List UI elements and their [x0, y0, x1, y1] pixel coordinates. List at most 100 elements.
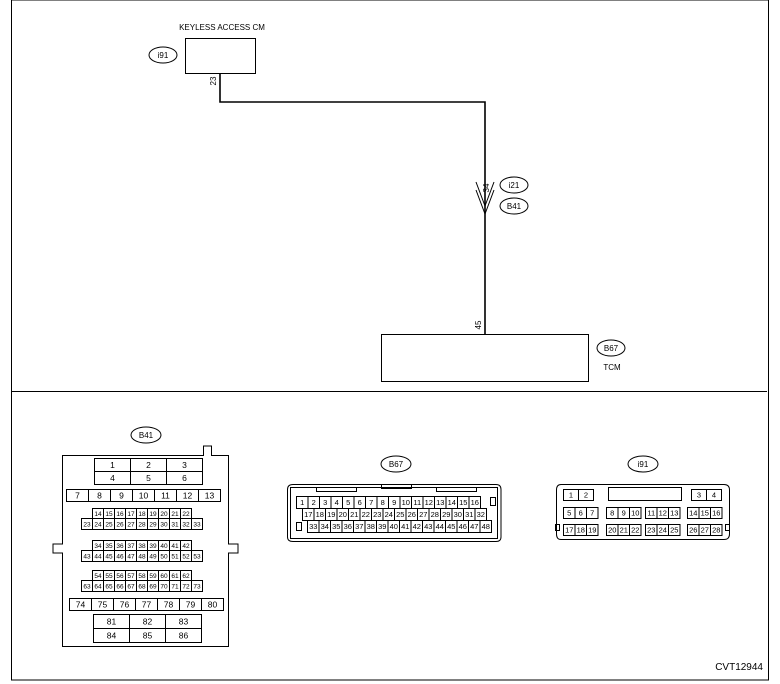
b41-pin-72: 72	[182, 583, 190, 590]
i91-pin-18: 18	[577, 526, 585, 535]
b67-latch-center	[381, 484, 412, 489]
i91-pin-15: 15	[701, 509, 709, 518]
b41-pin-4: 4	[110, 473, 115, 483]
b67-pin-5: 5	[346, 498, 350, 507]
tcm-box	[381, 334, 589, 382]
i91-pin-27: 27	[701, 526, 709, 535]
b67-pin-22: 22	[362, 510, 370, 519]
i91-connector-label: i91	[638, 460, 649, 469]
b41-pin-77: 77	[142, 600, 152, 610]
joint-connector-symbol-upper	[475, 181, 495, 208]
tcm-pin-number: 45	[474, 320, 483, 329]
b41-pin-22: 22	[182, 511, 190, 518]
b41-pin-86: 86	[179, 631, 189, 641]
b67-pin-27: 27	[419, 510, 427, 519]
i91-pin-4: 4	[712, 491, 716, 500]
b41-pin-27: 27	[127, 521, 135, 528]
b41-pin-75: 75	[98, 600, 108, 610]
b67-pin-40: 40	[390, 522, 398, 531]
i91-pin-28-cell	[710, 524, 723, 536]
b67-pin-43: 43	[424, 522, 432, 531]
i91-pin-24: 24	[659, 526, 667, 535]
b67-pin-26: 26	[408, 510, 416, 519]
joint-connector-badge-top	[499, 176, 529, 194]
b67-pin-29: 29	[442, 510, 450, 519]
b41-pin-7: 7	[75, 491, 80, 501]
b41-pin-10: 10	[139, 491, 149, 501]
b41-pin-14: 14	[94, 511, 102, 518]
b67-pin-15: 15	[459, 498, 467, 507]
joint-connector-symbol-lower	[475, 189, 495, 216]
b41-pin-17: 17	[127, 511, 135, 518]
i91-pin-16: 16	[712, 509, 720, 518]
i91-pin-4-cell	[706, 489, 722, 501]
i91-pin-1: 1	[569, 491, 573, 500]
b67-pin-23: 23	[373, 510, 381, 519]
b41-pin-58: 58	[138, 573, 146, 580]
b67-connector-badge	[380, 455, 412, 473]
b67-pin-30: 30	[454, 510, 462, 519]
keyless-access-cm-title: KEYLESS ACCESS CM	[179, 23, 265, 32]
b41-pin-86-cell	[165, 628, 202, 643]
signal-wire	[219, 74, 486, 335]
b41-pin-61: 61	[171, 573, 179, 580]
i91-pin-12: 12	[659, 509, 667, 518]
b67-pin-42: 42	[413, 522, 421, 531]
b41-pin-43: 43	[83, 553, 91, 560]
b41-pin-33: 33	[193, 521, 201, 528]
b41-pin-31: 31	[171, 521, 179, 528]
b67-pin-31: 31	[465, 510, 473, 519]
b41-pin-62: 62	[182, 573, 190, 580]
b67-latch-left	[316, 487, 357, 492]
keyless-connector-badge	[148, 46, 178, 64]
i91-connector-badge	[627, 455, 659, 473]
b41-pin-2: 2	[146, 460, 151, 470]
b41-pin-59: 59	[149, 573, 157, 580]
i91-pin-22-cell	[629, 524, 642, 536]
b41-pin-6: 6	[182, 473, 187, 483]
tcm-connector-label: B67	[604, 344, 619, 353]
b67-pin-4: 4	[335, 498, 339, 507]
tcm-title: TCM	[603, 363, 621, 372]
b41-pin-53-cell	[191, 550, 203, 562]
i91-pin-19-cell	[586, 524, 599, 536]
b41-pin-74: 74	[76, 600, 86, 610]
keyless-connector-label: i91	[158, 51, 169, 60]
b67-pin-18: 18	[316, 510, 324, 519]
b41-pin-29: 29	[149, 521, 157, 528]
b41-pin-63: 63	[83, 583, 91, 590]
i91-pin-20: 20	[608, 526, 616, 535]
b67-pin-11: 11	[413, 498, 421, 507]
i91-lock-window	[608, 487, 682, 501]
joint-pin-number: 34	[482, 183, 491, 192]
b67-pin-41: 41	[401, 522, 409, 531]
i91-pin-23: 23	[647, 526, 655, 535]
i91-pin-7-cell	[586, 507, 599, 519]
b41-pin-47: 47	[127, 553, 135, 560]
b41-pin-46: 46	[116, 553, 124, 560]
b41-pin-70: 70	[160, 583, 168, 590]
i91-pin-11: 11	[647, 509, 655, 518]
b67-pin-16: 16	[471, 498, 479, 507]
b41-pin-12: 12	[183, 491, 193, 501]
b67-pin-8: 8	[381, 498, 385, 507]
i91-pin-6: 6	[579, 509, 583, 518]
i91-pin-21: 21	[620, 526, 628, 535]
b41-pin-35: 35	[105, 543, 113, 550]
b41-pin-28: 28	[138, 521, 146, 528]
i91-pin-22: 22	[631, 526, 639, 535]
b41-pin-19: 19	[149, 511, 157, 518]
keyless-access-cm-box	[185, 38, 256, 74]
b41-pin-37: 37	[127, 543, 135, 550]
i91-pin-25-cell	[668, 524, 681, 536]
b41-pin-52: 52	[182, 553, 190, 560]
b41-pin-69: 69	[149, 583, 157, 590]
b41-pin-76: 76	[120, 600, 130, 610]
b41-pin-55: 55	[105, 573, 113, 580]
b41-pin-45: 45	[105, 553, 113, 560]
i91-key-right	[725, 524, 730, 531]
b67-pin-33: 33	[309, 522, 317, 531]
b41-pin-13: 13	[205, 491, 215, 501]
b41-pin-11: 11	[161, 491, 170, 501]
